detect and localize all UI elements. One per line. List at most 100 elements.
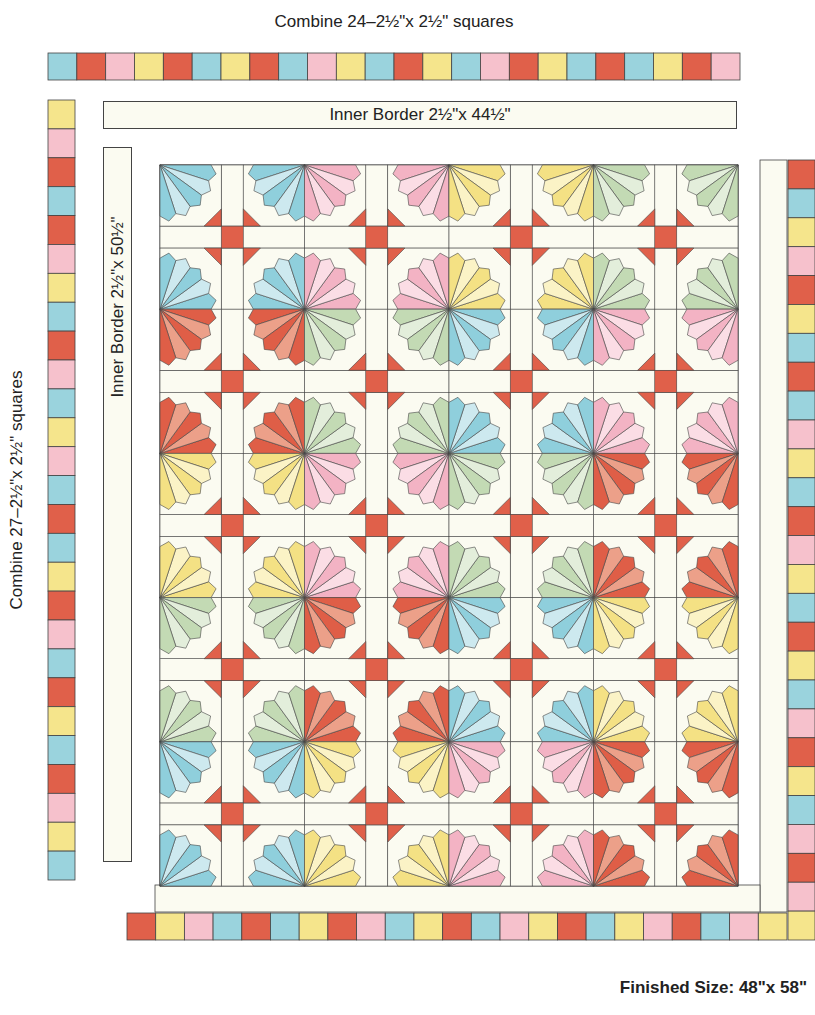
fan-blade (578, 165, 594, 221)
sashing (305, 370, 450, 392)
fan-blade (433, 542, 449, 598)
fan-blade (578, 397, 594, 453)
border-square (625, 53, 654, 80)
border-square (48, 533, 75, 562)
cornerstone (655, 515, 677, 537)
border-square (758, 913, 787, 940)
star-point (243, 497, 260, 514)
sashing (449, 226, 594, 248)
star-point (532, 825, 549, 842)
fan-square (388, 598, 449, 659)
star-point (493, 392, 510, 409)
star-point (493, 353, 510, 370)
fan-square (449, 392, 510, 453)
fan-blade (578, 453, 594, 509)
border-square (788, 651, 815, 680)
border-square (357, 913, 386, 940)
star-point (349, 681, 366, 698)
star-point (677, 248, 694, 265)
border-square (672, 913, 701, 940)
fan-blade (160, 686, 176, 742)
sashing (449, 515, 594, 537)
fan-blade (305, 397, 321, 453)
star-point (677, 209, 694, 226)
fan-square (243, 165, 304, 226)
star-point (493, 248, 510, 265)
cornerstone (366, 659, 388, 681)
star-point (204, 353, 221, 370)
star-point (493, 786, 510, 803)
border-square (48, 53, 77, 80)
sashing (160, 803, 305, 825)
star-point (532, 248, 549, 265)
fan-square (160, 537, 221, 598)
inner-border-strip: Inner Border 2½"x 44½" (103, 101, 737, 129)
fan-square (449, 165, 510, 226)
star-point (532, 642, 549, 659)
star-point (388, 786, 405, 803)
fan-blade (722, 309, 738, 365)
star-point (388, 392, 405, 409)
fan-blade (160, 542, 176, 598)
border-square (156, 913, 185, 940)
fan-blade (160, 598, 176, 654)
fan-blade (289, 598, 305, 654)
inner-border-strip (155, 885, 760, 912)
star-point (349, 353, 366, 370)
star-point (349, 825, 366, 842)
star-point (638, 786, 655, 803)
sashing (305, 659, 450, 681)
border-square (48, 649, 75, 678)
border-square (788, 882, 815, 911)
border-square (682, 53, 711, 80)
sashing (305, 803, 450, 825)
border-square (48, 158, 75, 187)
sashing (510, 742, 532, 886)
cornerstone (366, 803, 388, 825)
border-square (127, 913, 156, 940)
star-point (349, 248, 366, 265)
star-point (677, 497, 694, 514)
border-square (788, 564, 815, 593)
cornerstone (221, 803, 243, 825)
fan-blade (594, 742, 610, 798)
border-square (557, 913, 586, 940)
border-square (184, 913, 213, 940)
cornerstone (510, 515, 532, 537)
fan-square (449, 453, 510, 514)
fan-square (532, 598, 593, 659)
cornerstone (366, 226, 388, 248)
star-point (638, 497, 655, 514)
border-square (443, 913, 472, 940)
border-square (788, 593, 815, 622)
fan-square (305, 537, 366, 598)
sashing (594, 370, 739, 392)
star-point (349, 209, 366, 226)
border-square (788, 536, 815, 565)
sashing (510, 598, 532, 742)
fan-blade (594, 542, 610, 598)
border-square (586, 913, 615, 940)
fan-blade (433, 453, 449, 509)
fan-blade (305, 253, 321, 309)
assembly-note: Combine 24–2½"x 2½" squares (48, 12, 740, 32)
fan-square (305, 825, 366, 886)
border-square (615, 913, 644, 940)
border-square (48, 736, 75, 765)
border-square (192, 53, 221, 80)
inner-border-strip: Inner Border 2½"x 50½" (103, 147, 132, 862)
star-point (532, 681, 549, 698)
fan-square (594, 537, 655, 598)
border-square (48, 331, 75, 360)
fan-blade (289, 542, 305, 598)
star-point (638, 642, 655, 659)
star-point (388, 353, 405, 370)
fan-square (532, 681, 593, 742)
border-square (48, 793, 75, 822)
fan-square (305, 165, 366, 226)
cornerstone (366, 370, 388, 392)
star-point (493, 642, 510, 659)
border-square (48, 620, 75, 649)
fan-square (449, 309, 510, 370)
star-point (532, 537, 549, 554)
